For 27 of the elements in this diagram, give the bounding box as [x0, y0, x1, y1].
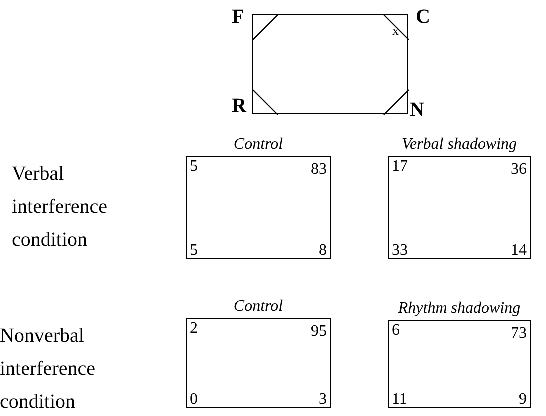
- corner-letter: C: [416, 7, 430, 27]
- count-value: 83: [311, 162, 327, 178]
- count-value: 33: [392, 243, 408, 259]
- box-title: Control: [234, 137, 284, 153]
- box-title: Verbal shadowing: [402, 137, 518, 153]
- count-value: 6: [392, 323, 400, 339]
- count-value: 11: [392, 392, 408, 408]
- count-value: 0: [190, 392, 198, 408]
- box-title: Control: [234, 299, 284, 315]
- corner-letter: R: [232, 96, 246, 116]
- count-value: 36: [511, 162, 527, 178]
- count-value: 3: [319, 392, 327, 408]
- count-value: 2: [190, 321, 198, 337]
- corner-mark: x: [392, 24, 399, 37]
- row-label: Nonverbal interference condition: [0, 324, 96, 415]
- corner-letter: F: [232, 7, 244, 27]
- count-value: 5: [190, 243, 198, 259]
- count-value: 5: [190, 159, 198, 175]
- row-label: Verbal interference condition: [12, 162, 108, 253]
- count-value: 17: [392, 159, 408, 175]
- count-value: 95: [311, 324, 327, 340]
- count-value: 9: [519, 392, 527, 408]
- box-title: Rhythm shadowing: [398, 301, 521, 317]
- corner-letter: N: [410, 100, 424, 120]
- count-value: 8: [319, 243, 327, 259]
- count-value: 14: [511, 243, 527, 259]
- count-value: 73: [511, 326, 527, 342]
